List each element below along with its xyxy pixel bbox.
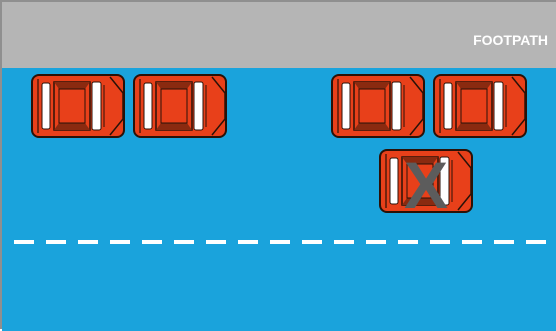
footpath-label: FOOTPATH bbox=[473, 32, 548, 48]
double-parked-car: X bbox=[378, 148, 474, 214]
car-graphic bbox=[30, 73, 126, 139]
footpath: FOOTPATH bbox=[2, 2, 556, 68]
parked-car-1 bbox=[30, 73, 126, 139]
lane-divider bbox=[14, 240, 554, 244]
parked-car-2 bbox=[132, 73, 228, 139]
blocked-car-graphic: X bbox=[378, 148, 474, 214]
car-graphic bbox=[132, 73, 228, 139]
car-graphic bbox=[432, 73, 528, 139]
parked-car-3 bbox=[330, 73, 426, 139]
parked-car-4 bbox=[432, 73, 528, 139]
cross-mark: X bbox=[404, 148, 448, 214]
car-graphic bbox=[330, 73, 426, 139]
